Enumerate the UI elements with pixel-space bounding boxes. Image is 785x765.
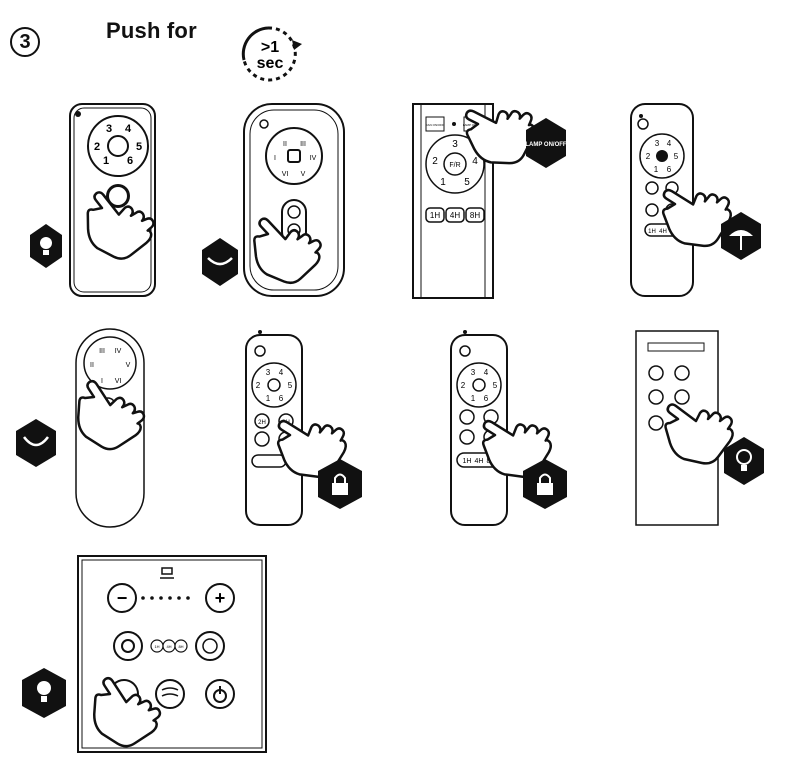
- remote-1-key: 6: [127, 155, 133, 167]
- remote-4-key: 6: [667, 165, 672, 174]
- remote-2: II III I IV V VI: [202, 103, 345, 297]
- remote-5-key: III: [99, 348, 105, 355]
- remote-6-timer: 2H: [258, 420, 266, 426]
- minus-label: −: [117, 588, 128, 608]
- remote-4-key: 3: [655, 139, 660, 148]
- wall-control-panel: − + 1H 4H 8H: [22, 555, 267, 756]
- remote-2-key: VI: [282, 171, 289, 178]
- remote-4-key: 5: [674, 152, 679, 161]
- reverse-button: [113, 631, 143, 661]
- remote-2-key: V: [301, 171, 306, 178]
- lamp-onoff-callout: LAMP ON/OFF: [525, 142, 567, 148]
- remote-4-key: 4: [667, 139, 672, 148]
- timer-button: [195, 631, 225, 661]
- remote-7-key: 5: [493, 381, 498, 390]
- instruction-title: Push for: [106, 18, 197, 43]
- remote-7-key: 2: [461, 381, 466, 390]
- remote-6-key: 1: [266, 394, 271, 403]
- remote-5-key: IV: [115, 348, 122, 355]
- panel-timer: 1H: [154, 644, 159, 649]
- remote-5: III IV II V I VI: [16, 328, 152, 528]
- remote-7: 3 4 2 5 1 6 1H 4H 8H: [450, 330, 567, 526]
- fan-onoff-button-label: FAN ON/OFF: [426, 123, 444, 127]
- remote-3-center: F/R: [449, 162, 460, 169]
- remote-4-key: 2: [646, 152, 651, 161]
- remote-7-timer: 4H: [475, 458, 484, 465]
- panel-timer: 4H: [166, 644, 171, 649]
- remote-1: 3 4 2 5 1 6: [30, 103, 160, 297]
- step-number: 3: [19, 30, 31, 53]
- remote-2-key: I: [274, 155, 276, 162]
- timer-icon: >1 sec: [241, 26, 302, 82]
- panel-timer: 8H: [178, 644, 183, 649]
- remote-7-key: 4: [484, 368, 489, 377]
- remote-6-key: 3: [266, 368, 271, 377]
- plus-button: [205, 583, 235, 613]
- remote-1-key: 3: [106, 123, 112, 135]
- remote-1-key: 4: [125, 123, 132, 135]
- lamp-onoff-badge: [526, 118, 566, 168]
- led-indicator: [75, 111, 81, 117]
- remote-7-key: 6: [484, 394, 489, 403]
- remote-4: 3 4 2 5 1 6 1H 4H 8H: [630, 103, 761, 297]
- remote-5-key: II: [90, 362, 94, 369]
- remote-3-key: 3: [452, 139, 458, 150]
- remote-4-timer: 1H: [648, 229, 656, 235]
- remote-4-timer: 4H: [659, 229, 667, 235]
- remote-2-key: IV: [310, 155, 317, 162]
- remote-2-key: III: [300, 141, 306, 148]
- remote-1-key: 1: [103, 155, 109, 167]
- remote-6-key: 4: [279, 368, 284, 377]
- downlight-badge-icon: [202, 238, 238, 286]
- remote-7-key: 3: [471, 368, 476, 377]
- lamp-onoff-button-label: LAMP ON/OFF: [463, 123, 483, 127]
- remote-2-key: II: [283, 141, 287, 148]
- plus-label: +: [215, 588, 226, 608]
- remote-3-key: 5: [464, 177, 470, 188]
- remote-7-timer: 1H: [463, 458, 472, 465]
- remote-3-timer: 8H: [470, 211, 480, 220]
- downlight-badge-icon: [16, 419, 56, 467]
- remote-6-key: 2: [256, 381, 261, 390]
- remote-6-key: 6: [279, 394, 284, 403]
- minus-button: [107, 583, 137, 613]
- remote-7-key: 1: [471, 394, 476, 403]
- remote-8: [635, 330, 764, 526]
- step-number-badge: 3: [10, 27, 40, 57]
- speed-dial: [83, 336, 137, 390]
- remote-5-key: VI: [115, 378, 122, 385]
- remote-3-key: 1: [440, 177, 446, 188]
- power-button: [107, 135, 129, 157]
- timer-top-text: >1: [261, 39, 279, 56]
- remote-5-key: I: [101, 378, 103, 385]
- remote-1-key: 5: [136, 141, 142, 153]
- remote-6-key: 5: [288, 381, 293, 390]
- remote-3: FAN ON/OFF LAMP ON/OFF F/R 3 2 4 1 5 1H …: [412, 98, 567, 299]
- timer-bottom-text: sec: [257, 55, 284, 72]
- remote-4-key: 1: [654, 165, 659, 174]
- remote-3-timer: 4H: [450, 211, 460, 220]
- remote-5-key: V: [126, 362, 131, 369]
- remote-3-key: 4: [472, 156, 478, 167]
- remote-3-timer: 1H: [430, 211, 440, 220]
- bulb-badge-icon: [724, 437, 764, 485]
- remote-3-key: 2: [432, 156, 438, 167]
- remote-6: 3 4 2 5 1 6 2H 8H: [245, 330, 362, 526]
- remote-1-key: 2: [94, 141, 100, 153]
